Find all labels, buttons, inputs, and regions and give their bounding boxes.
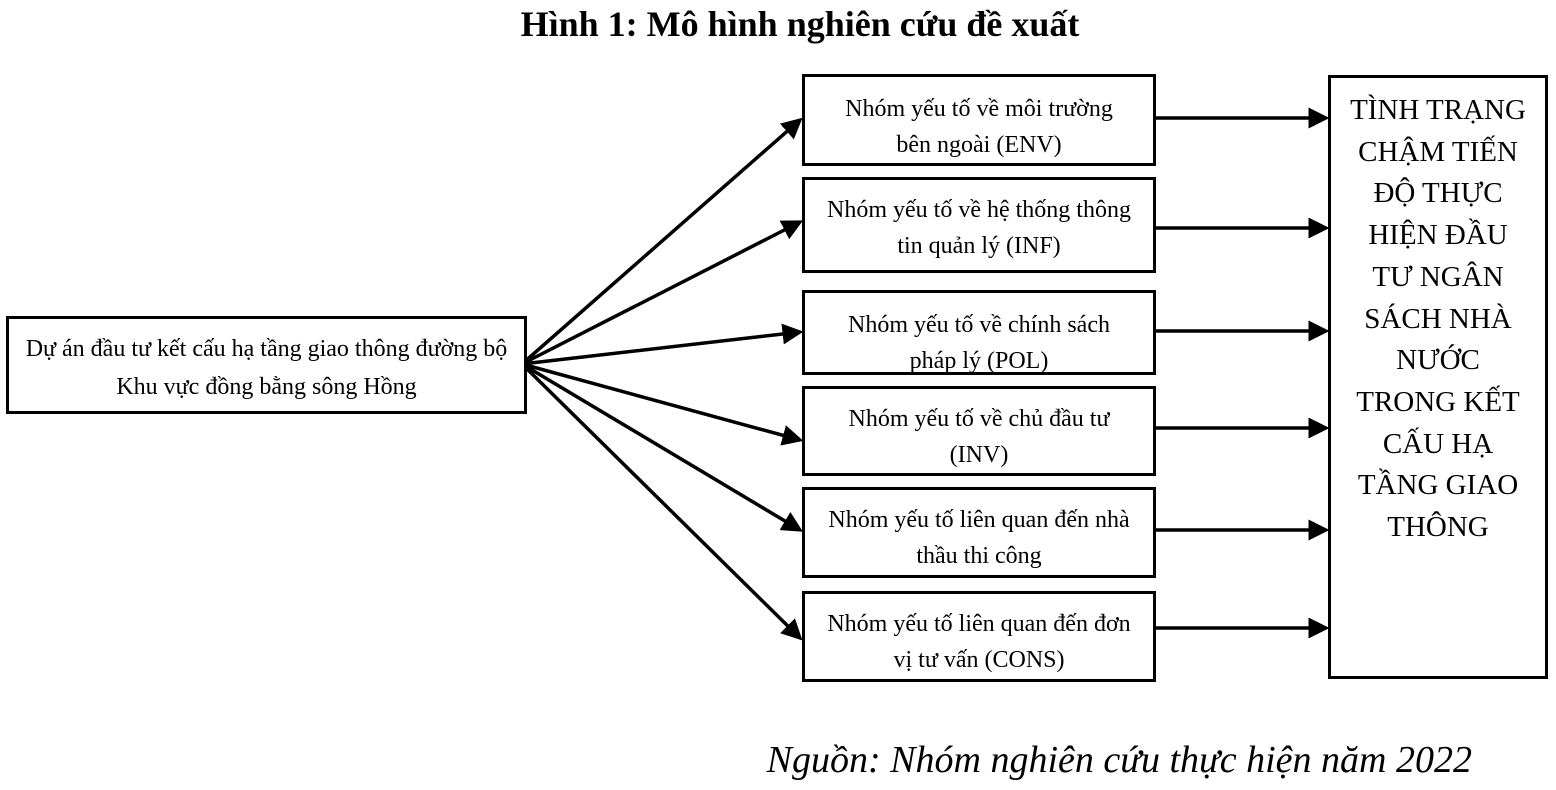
source-box: Dự án đầu tư kết cấu hạ tầng giao thông … [6, 316, 527, 414]
source-box-label: Dự án đầu tư kết cấu hạ tầng giao thông … [25, 336, 508, 400]
factor-box-cons: Nhóm yếu tố liên quan đến đơn vị tư vấn … [802, 591, 1156, 682]
factor-label-env: Nhóm yếu tố về môi trường bên ngoài (ENV… [845, 96, 1113, 158]
arrow-source-to-pol [521, 323, 804, 366]
factor-box-inv: Nhóm yếu tố về chủ đầu tư (INV) [802, 386, 1156, 476]
outcome-box: TÌNH TRẠNG CHẬM TIẾN ĐỘ THỰC HIỆN ĐẦU TƯ… [1328, 75, 1548, 679]
factor-box-inf: Nhóm yếu tố về hệ thống thông tin quản l… [802, 177, 1156, 273]
factor-label-inv: Nhóm yếu tố về chủ đầu tư (INV) [848, 406, 1110, 468]
factor-box-env: Nhóm yếu tố về môi trường bên ngoài (ENV… [802, 74, 1156, 166]
arrow-source-to-env [520, 117, 803, 366]
factor-label-cons: Nhóm yếu tố liên quan đến đơn vị tư vấn … [827, 611, 1131, 673]
factor-label-contractor: Nhóm yếu tố liên quan đến nhà thầu thi c… [828, 507, 1130, 569]
figure-title: Hình 1: Mô hình nghiên cứu đề xuất [520, 4, 1080, 44]
arrow-source-to-cons [520, 362, 803, 641]
factor-label-pol: Nhóm yếu tố về chính sách pháp lý (POL) [848, 312, 1110, 374]
arrow-source-to-inv [521, 362, 804, 446]
source-note: Nguồn: Nhóm nghiên cứu thực hiện năm 202… [766, 739, 1472, 781]
arrow-source-to-contractor [521, 362, 804, 532]
factor-label-inf: Nhóm yếu tố về hệ thống thông tin quản l… [827, 197, 1131, 259]
outcome-label: TÌNH TRẠNG CHẬM TIẾN ĐỘ THỰC HIỆN ĐẦU TƯ… [1350, 94, 1526, 544]
factor-box-pol: Nhóm yếu tố về chính sách pháp lý (POL) [802, 290, 1156, 375]
factor-box-contractor: Nhóm yếu tố liên quan đến nhà thầu thi c… [802, 487, 1156, 578]
arrow-source-to-inf [521, 220, 804, 366]
